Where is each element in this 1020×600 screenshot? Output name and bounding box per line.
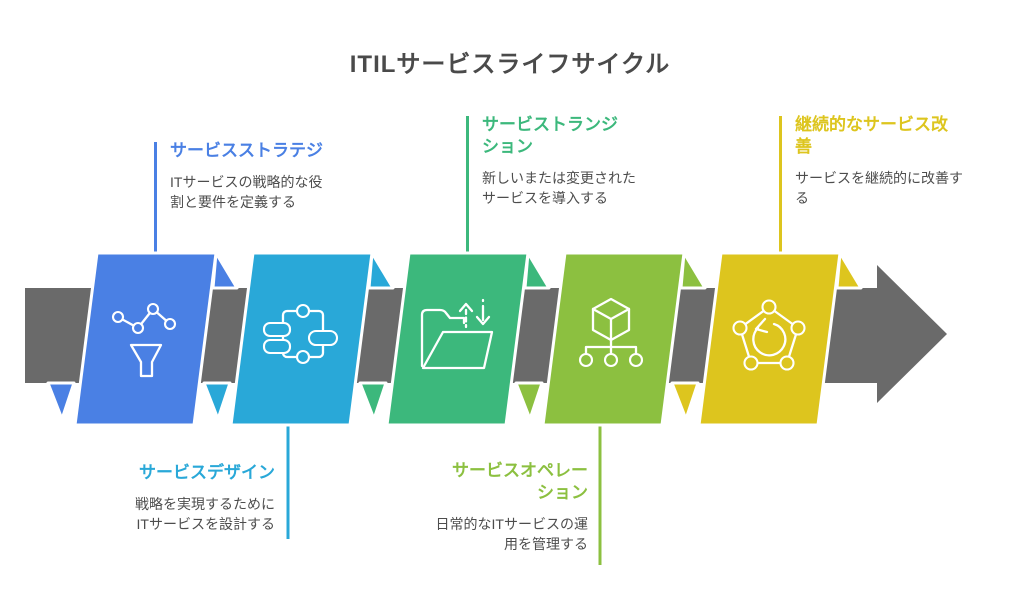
hierarchy-cube-icon bbox=[578, 297, 644, 368]
workflow-blocks-icon bbox=[262, 303, 339, 365]
stage-4-shape bbox=[514, 251, 707, 427]
stage-4-name: サービスオペレーション bbox=[452, 461, 588, 503]
stage-3-name: サービストランジション bbox=[482, 115, 618, 157]
stage-4-description: 日常的なITサービスの運用を管理する bbox=[435, 516, 588, 553]
stage-2-panel bbox=[229, 251, 374, 427]
stage-5-label: 継続的なサービス改善 サービスを継続的に改善する bbox=[795, 114, 990, 209]
stage-2-bottom-fold bbox=[202, 381, 232, 421]
stage-1-name: サービスストラテジ bbox=[170, 141, 323, 160]
stage-3-label: サービストランジション 新しいまたは変更されたサービスを導入する bbox=[482, 114, 672, 209]
stage-5-panel bbox=[697, 251, 842, 427]
stage-2-name: サービスデザイン bbox=[139, 463, 275, 482]
page-title: ITILサービスライフサイクル bbox=[349, 51, 671, 78]
stage-2-shape bbox=[202, 251, 395, 427]
stage-3-description: 新しいまたは変更されたサービスを導入する bbox=[482, 170, 636, 207]
folder-transfer-icon bbox=[420, 298, 494, 370]
stage-2-description: 戦略を実現するためにITサービスを設計する bbox=[135, 496, 275, 533]
stage-1-panel bbox=[73, 251, 218, 427]
stage-3-bottom-fold bbox=[358, 381, 388, 421]
stage-1-bottom-fold bbox=[46, 381, 76, 421]
stage-5-bottom-fold bbox=[670, 381, 700, 421]
stage-4-bottom-fold bbox=[514, 381, 544, 421]
stage-1-description: ITサービスの戦略的な役割と要件を定義する bbox=[170, 174, 323, 211]
stage-3-panel bbox=[385, 251, 530, 427]
stage-1-shape bbox=[46, 251, 239, 427]
stage-5-name: 継続的なサービス改善 bbox=[795, 115, 948, 157]
stage-2-label: サービスデザイン 戦略を実現するためにITサービスを設計する bbox=[95, 462, 275, 535]
stage-5-shape bbox=[670, 251, 863, 427]
stage-1-label: サービスストラテジ ITサービスの戦略的な役割と要件を定義する bbox=[170, 140, 360, 213]
cycle-pentagon-icon bbox=[732, 299, 806, 371]
stage-3-shape bbox=[358, 251, 551, 427]
funnel-network-icon bbox=[111, 302, 177, 378]
stage-5-description: サービスを継続的に改善する bbox=[795, 170, 963, 207]
stage-4-label: サービスオペレーション 日常的なITサービスの運用を管理する bbox=[408, 460, 588, 555]
